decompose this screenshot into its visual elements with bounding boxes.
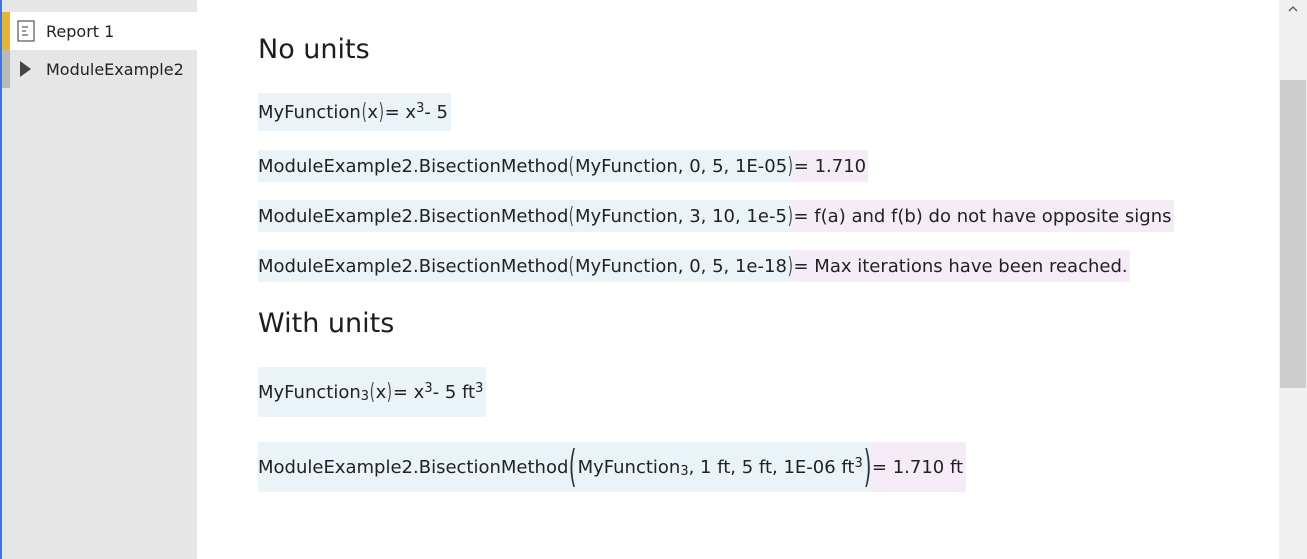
item-marker [2, 50, 10, 88]
equation-rhs-suffix: - 5 [424, 101, 449, 123]
vertical-scrollbar[interactable] [1279, 0, 1307, 559]
result: = Max iterations have been reached. [793, 250, 1130, 282]
function-subscript: 3 [680, 463, 689, 479]
document-icon [17, 20, 35, 42]
function-args: MyFunction, 3, 10, 1e-5 [575, 205, 787, 227]
sidebar-item-label: Report 1 [46, 22, 115, 41]
result: = 1.710 [793, 150, 869, 182]
function-call: ModuleExample2.BisectionMethod [258, 205, 569, 227]
expand-triangle-icon[interactable] [20, 61, 31, 77]
section-heading-with-units: With units [258, 308, 395, 339]
function-name: MyFunction [258, 381, 361, 403]
function-call: ModuleExample2.BisectionMethod [258, 456, 569, 478]
sidebar-item-moduleexample2[interactable]: ModuleExample2 [2, 50, 197, 88]
function-arg-name: MyFunction [577, 456, 681, 478]
function-call: ModuleExample2.BisectionMethod [258, 255, 569, 277]
function-call: ModuleExample2.BisectionMethod [258, 155, 569, 177]
function-args: MyFunction, 0, 5, 1E-05 [575, 155, 788, 177]
window-edge [0, 0, 2, 559]
exponent: 3 [854, 455, 863, 471]
equation-bisection-1[interactable]: ModuleExample2.BisectionMethod(MyFunctio… [258, 150, 869, 182]
result: = f(a) and f(b) do not have opposite sig… [793, 200, 1174, 232]
function-subscript: 3 [360, 388, 370, 404]
scrollbar-thumb[interactable] [1280, 80, 1306, 388]
function-arg: x [367, 101, 378, 123]
function-arg: x [375, 381, 387, 403]
sidebar: Report 1 ModuleExample2 [2, 0, 197, 559]
function-args: , 1 ft, 5 ft, 1E-06 ft [688, 456, 855, 478]
function-args: MyFunction, 0, 5, 1e-18 [575, 255, 787, 277]
equation-rhs-mid: - 5 ft [432, 381, 476, 403]
active-marker [2, 12, 10, 50]
exponent: 3 [424, 380, 433, 396]
equation-bisection-3[interactable]: ModuleExample2.BisectionMethod(MyFunctio… [258, 250, 1130, 282]
equation-rhs: = x [384, 101, 417, 123]
equation-rhs: = x [392, 381, 425, 403]
sidebar-item-label: ModuleExample2 [46, 60, 184, 79]
exponent: 3 [475, 380, 484, 396]
result: = 1.710 ft [871, 442, 967, 492]
section-heading-no-units: No units [258, 34, 370, 65]
scroll-up-arrow-icon[interactable] [1288, 4, 1298, 14]
exponent: 3 [416, 100, 425, 116]
function-name: MyFunction [258, 101, 361, 123]
sidebar-item-report-1[interactable]: Report 1 [2, 12, 197, 50]
equation-bisection-2[interactable]: ModuleExample2.BisectionMethod(MyFunctio… [258, 200, 1174, 232]
equation-bisection-units[interactable]: ModuleExample2.BisectionMethod(MyFunctio… [258, 442, 967, 492]
